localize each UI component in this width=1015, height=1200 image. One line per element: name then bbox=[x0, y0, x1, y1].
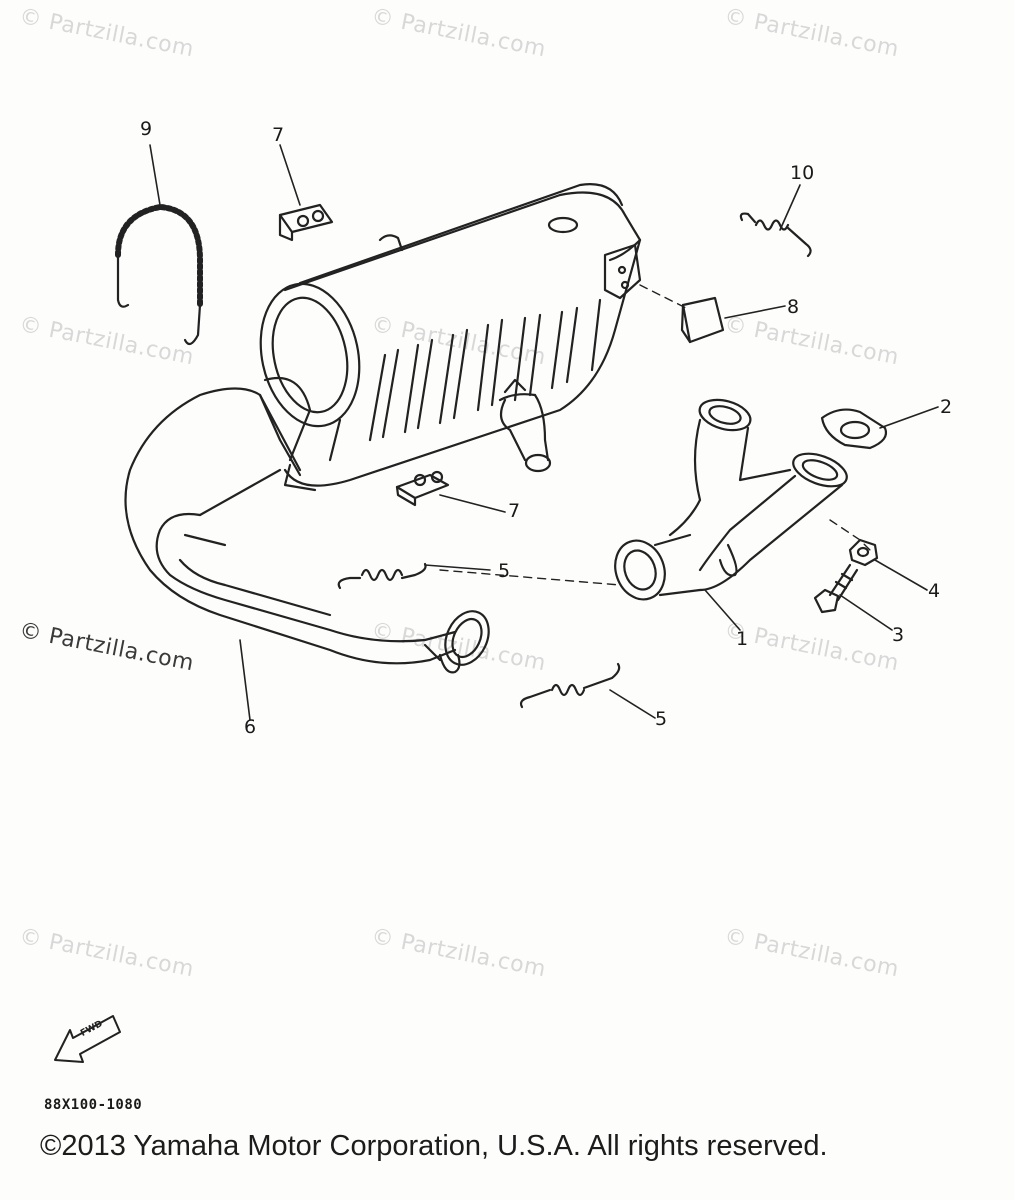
callout-8: 8 bbox=[787, 296, 800, 318]
y-pipe-part-1 bbox=[614, 398, 848, 601]
spring-part-5-upper bbox=[337, 562, 427, 590]
clamp-part-7-upper bbox=[278, 203, 334, 242]
callout-1: 1 bbox=[736, 628, 749, 650]
callout-9: 9 bbox=[140, 118, 153, 140]
callout-5-lower: 5 bbox=[655, 708, 668, 730]
callout-5-upper: 5 bbox=[498, 560, 511, 582]
spring-part-9 bbox=[115, 204, 203, 346]
nut-part-4 bbox=[848, 538, 879, 567]
callout-7-upper: 7 bbox=[272, 124, 285, 146]
damper-part-8 bbox=[680, 296, 725, 344]
gasket-part-2 bbox=[820, 408, 888, 450]
bolt-part-3 bbox=[813, 563, 859, 614]
fwd-arrow-icon bbox=[54, 1015, 121, 1063]
assembly-dashed-lines bbox=[439, 284, 871, 586]
callout-10: 10 bbox=[790, 162, 815, 184]
spring-part-10 bbox=[739, 212, 812, 258]
diagram-code: 88X100-1080 bbox=[44, 1097, 143, 1113]
callout-4: 4 bbox=[928, 580, 941, 602]
leader-lines bbox=[149, 144, 939, 721]
muffler-body bbox=[259, 183, 642, 492]
spring-part-5-lower bbox=[519, 662, 621, 709]
clamp-part-7-lower bbox=[395, 470, 450, 507]
callout-2: 2 bbox=[940, 396, 953, 418]
callout-6: 6 bbox=[244, 716, 257, 738]
callout-7-lower: 7 bbox=[508, 500, 521, 522]
copyright-notice: ©2013 Yamaha Motor Corporation, U.S.A. A… bbox=[40, 1130, 828, 1162]
exhaust-pipe-part-6 bbox=[124, 376, 490, 674]
callout-3: 3 bbox=[892, 624, 905, 646]
